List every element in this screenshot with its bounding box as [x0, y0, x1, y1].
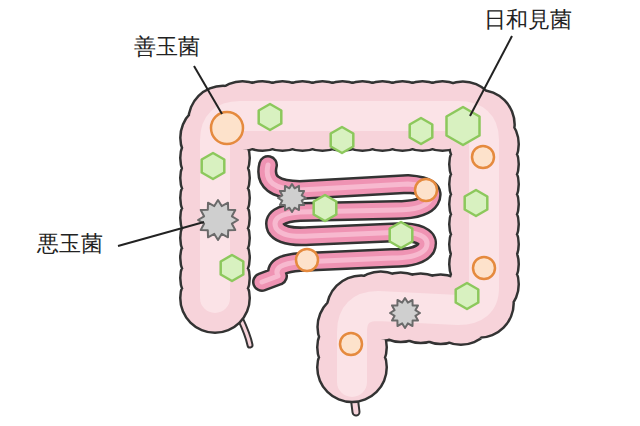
opportunistic-bacterium — [465, 190, 488, 216]
callout-label: 善玉菌 — [134, 34, 200, 60]
opportunistic-bacterium — [259, 104, 282, 130]
small-intestine-outline — [262, 165, 432, 282]
leader-line — [194, 66, 222, 114]
leader-line — [118, 222, 204, 246]
small-intestine-shine — [262, 165, 432, 282]
good-bacterium — [472, 146, 494, 168]
good-bacterium — [415, 179, 437, 201]
leader-line — [470, 36, 512, 116]
abdomen-cavity — [260, 165, 440, 290]
colon-highlight — [215, 116, 484, 382]
bacteria-group — [198, 104, 495, 355]
opportunistic-bacterium — [390, 222, 413, 248]
opportunistic-bacterium — [314, 195, 337, 221]
colon-body — [215, 116, 484, 382]
opportunistic-bacterium — [202, 153, 225, 179]
good-bacterium — [473, 257, 495, 279]
opportunistic-bacterium — [447, 107, 480, 145]
bad-bacterium — [390, 298, 420, 328]
colon-outline — [215, 116, 484, 382]
bad-bacterium — [278, 184, 306, 212]
good-bacterium — [340, 333, 362, 355]
callout-label: 日和見菌 — [484, 7, 572, 33]
small-intestine — [262, 165, 432, 282]
opportunistic-bacterium — [410, 118, 433, 144]
good-bacterium — [211, 112, 243, 144]
opportunistic-bacterium — [456, 283, 479, 309]
callout-label: 悪玉菌 — [37, 231, 103, 257]
good-bacterium — [296, 249, 318, 271]
bad-bacterium — [198, 200, 238, 240]
opportunistic-bacterium — [221, 255, 244, 281]
opportunistic-bacterium — [331, 127, 354, 153]
